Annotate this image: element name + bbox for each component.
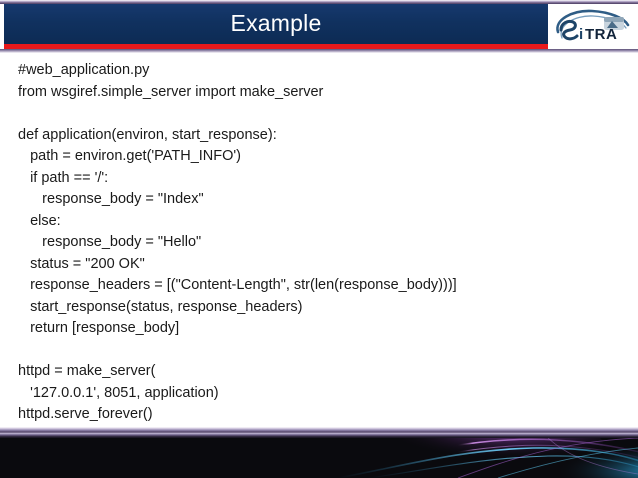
code-line: path = environ.get('PATH_INFO'): [18, 148, 241, 164]
code-line: else:: [18, 212, 61, 229]
slide-header: Example i TRA: [0, 0, 638, 56]
code-line: httpd.serve_forever(): [18, 406, 153, 422]
code-line: def application(environ, start_response)…: [18, 126, 277, 143]
svg-text:TRA: TRA: [585, 26, 617, 43]
code-line-blank: [18, 103, 618, 125]
code-line: #web_application.py: [18, 62, 150, 78]
code-line: httpd = make_server(: [18, 363, 156, 379]
eitra-logo-icon: i TRA: [552, 8, 634, 46]
code-block: #web_application.py from wsgiref.simple_…: [18, 60, 618, 426]
code-line: '127.0.0.1', 8051, application): [18, 384, 219, 401]
title-plate: Example: [4, 4, 548, 44]
logo-panel: i TRA: [548, 4, 638, 49]
code-line: from wsgiref.simple_server import make_s…: [18, 83, 324, 100]
page-title: Example: [230, 9, 322, 36]
code-line: return [response_body]: [18, 320, 180, 336]
code-line: start_response(status, response_headers): [18, 298, 303, 315]
header-bottom-rule: [0, 49, 638, 53]
footer-rule: [0, 427, 638, 438]
svg-text:i: i: [579, 26, 583, 43]
code-line: if path == '/':: [18, 169, 109, 186]
title-accent-bar: [4, 44, 548, 49]
code-line: status = "200 OK": [18, 255, 145, 272]
footer-band: [0, 438, 638, 478]
code-line: response_body = "Hello": [18, 234, 202, 250]
code-line-blank: [18, 340, 618, 362]
header-top-rule: [0, 0, 638, 4]
slide-footer: [0, 427, 638, 478]
code-line: response_body = "Index": [18, 191, 204, 207]
code-line: response_headers = [("Content-Length", s…: [18, 277, 457, 293]
footer-decorative-swirl-icon: [308, 438, 638, 478]
